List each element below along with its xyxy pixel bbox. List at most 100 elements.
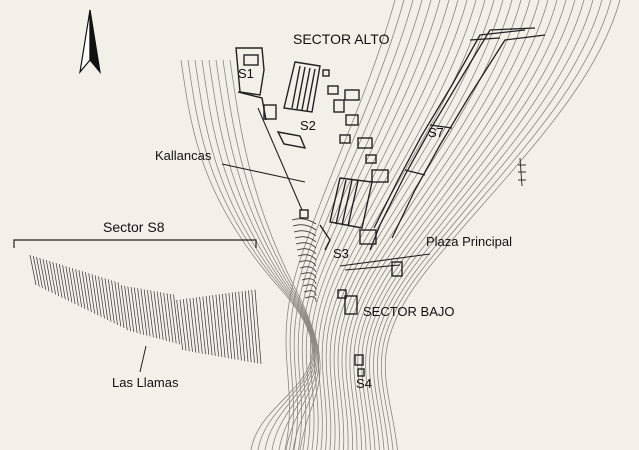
field-stroke (218, 294, 226, 358)
contour-line (215, 59, 318, 450)
contour-line (341, 0, 522, 450)
field-stroke (160, 292, 167, 341)
field-stroke (222, 293, 229, 359)
label-plaza-principal: Plaza Principal (426, 234, 512, 249)
terrace-line (293, 230, 317, 237)
field-stroke (36, 256, 43, 289)
contour-line (384, 0, 621, 450)
contour-line (222, 59, 319, 450)
field-stroke (137, 288, 144, 335)
field-stroke (182, 299, 190, 352)
terrain-contours (180, 0, 621, 450)
terrace-line (304, 296, 317, 303)
contour-line (305, 0, 441, 450)
field-stroke (42, 259, 50, 292)
contour-line (329, 0, 495, 450)
contour-line (321, 0, 477, 450)
field-stroke (225, 293, 233, 359)
terrace-line (297, 254, 317, 261)
field-stroke (52, 262, 60, 297)
field-stroke (133, 287, 141, 334)
field-stroke (248, 290, 255, 363)
terrace-line (302, 284, 317, 291)
field-stroke (111, 280, 118, 325)
field-stroke (150, 290, 158, 339)
field-stroke (58, 264, 66, 300)
label-las-llamas: Las Llamas (112, 375, 179, 390)
field-stroke (173, 294, 180, 345)
field-stroke (127, 286, 135, 333)
field-stroke (254, 289, 262, 365)
field-stroke (205, 295, 213, 356)
field-stroke (81, 271, 89, 311)
field-stroke (104, 278, 112, 322)
contour-line (229, 59, 321, 450)
label-s2: S2 (300, 118, 316, 133)
terrace-line (292, 224, 317, 231)
terrace-line (296, 248, 317, 255)
field-stroke (231, 292, 239, 360)
contour-line (317, 0, 468, 450)
label-sector-alto: SECTOR ALTO (293, 31, 390, 47)
label-s4: S4 (356, 376, 372, 391)
field-stroke (114, 281, 122, 327)
field-stroke (88, 273, 96, 314)
field-stroke (244, 290, 252, 363)
slope-terraces (291, 218, 317, 303)
field-stroke (85, 272, 92, 313)
contour-line (180, 59, 313, 450)
label-s1: S1 (238, 66, 254, 81)
field-stroke (163, 292, 171, 342)
contour-line (313, 0, 459, 450)
field-stroke (120, 285, 128, 331)
field-stroke (39, 257, 47, 290)
terrace-line (291, 218, 317, 225)
label-s3: S3 (333, 246, 349, 261)
field-stroke (62, 265, 69, 301)
terrace-line (295, 242, 317, 249)
label-sector-s8: Sector S8 (103, 219, 165, 235)
field-stroke (98, 276, 105, 319)
contour-line (345, 0, 531, 450)
field-stroke (202, 296, 210, 355)
terrace-line (298, 260, 317, 267)
contour-line (194, 59, 315, 450)
north-arrow-icon (79, 9, 101, 75)
field-stroke (208, 295, 216, 356)
field-stroke (101, 277, 109, 321)
field-stroke (94, 275, 102, 317)
field-stroke (124, 285, 131, 332)
label-sector-bajo: SECTOR BAJO (363, 304, 455, 319)
field-stroke (192, 297, 200, 354)
field-stroke (143, 289, 151, 337)
contour-line (325, 0, 486, 450)
field-stroke (186, 298, 193, 352)
field-stroke (78, 270, 86, 309)
field-stroke (195, 297, 203, 354)
contour-line (369, 0, 585, 450)
field-stroke (130, 286, 138, 334)
field-stroke (49, 261, 56, 295)
field-stroke (72, 268, 79, 306)
contour-line (208, 59, 317, 450)
field-stroke (153, 290, 161, 340)
contour-line (187, 59, 314, 450)
field-stroke (189, 298, 197, 353)
field-stroke (166, 293, 174, 343)
sector-s7-walls (369, 27, 546, 251)
sector-s3-structures (299, 169, 403, 377)
field-stroke (29, 254, 37, 286)
contour-line (309, 0, 450, 450)
contour-line (349, 0, 540, 450)
label-kallancas: Kallancas (155, 148, 212, 163)
las-llamas-leader (139, 345, 147, 373)
field-stroke (91, 274, 99, 316)
terrace-line (299, 266, 317, 273)
contour-line (377, 0, 603, 450)
contour-line (284, 0, 396, 450)
field-stroke (215, 294, 223, 358)
site-paths (221, 107, 431, 271)
terrace-line (300, 272, 317, 279)
